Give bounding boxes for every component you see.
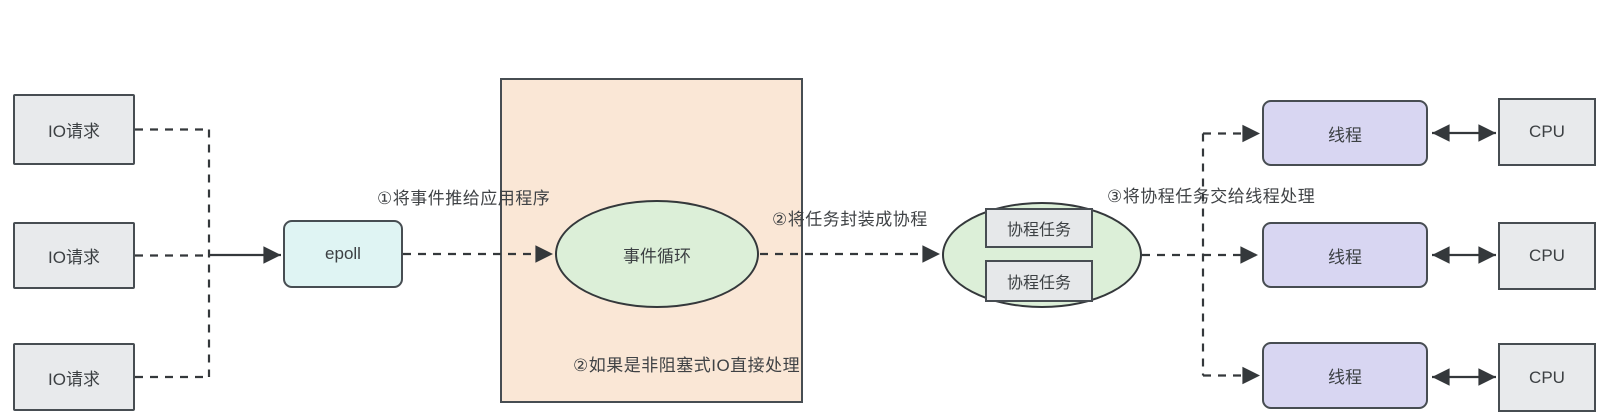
thread-label: 线程 bbox=[1328, 125, 1362, 145]
thread-box-3: 线程 bbox=[1262, 342, 1428, 409]
coroutine-task-box-1: 协程任务 bbox=[985, 208, 1093, 248]
event-loop-label: 事件循环 bbox=[623, 246, 691, 266]
io-request-box-3: IO请求 bbox=[13, 343, 135, 411]
event-loop-ellipse: 事件循环 bbox=[555, 200, 759, 308]
thread-label: 线程 bbox=[1328, 247, 1362, 267]
thread-label: 线程 bbox=[1328, 368, 1362, 387]
annotation-step3: ③将协程任务交给线程处理 bbox=[1107, 187, 1316, 206]
cpu-box-3: CPU bbox=[1498, 343, 1596, 412]
io-request-label: IO请求 bbox=[48, 369, 100, 389]
annotation-step2-nonblocking: ②如果是非阻塞式IO直接处理 bbox=[573, 356, 801, 375]
io-request-label: IO请求 bbox=[48, 248, 100, 267]
epoll-label: epoll bbox=[325, 244, 361, 263]
cpu-label: CPU bbox=[1529, 122, 1565, 141]
coroutine-task-box-2: 协程任务 bbox=[985, 260, 1093, 302]
annotation-step1: ①将事件推给应用程序 bbox=[377, 189, 551, 208]
coroutine-task-label: 协程任务 bbox=[1006, 222, 1071, 239]
cpu-box-1: CPU bbox=[1498, 98, 1596, 166]
thread-box-1: 线程 bbox=[1262, 100, 1428, 166]
io-request-box-1: IO请求 bbox=[13, 94, 135, 165]
io-request-box-2: IO请求 bbox=[13, 222, 135, 289]
cpu-label: CPU bbox=[1529, 367, 1565, 387]
cpu-box-2: CPU bbox=[1498, 222, 1596, 290]
epoll-box: epoll bbox=[283, 220, 403, 288]
annotation-step2-wrap: ②将任务封装成协程 bbox=[772, 210, 928, 229]
cpu-label: CPU bbox=[1529, 246, 1565, 265]
io-request-label: IO请求 bbox=[48, 122, 100, 141]
coroutine-task-label: 协程任务 bbox=[1006, 275, 1071, 292]
thread-box-2: 线程 bbox=[1262, 222, 1428, 288]
